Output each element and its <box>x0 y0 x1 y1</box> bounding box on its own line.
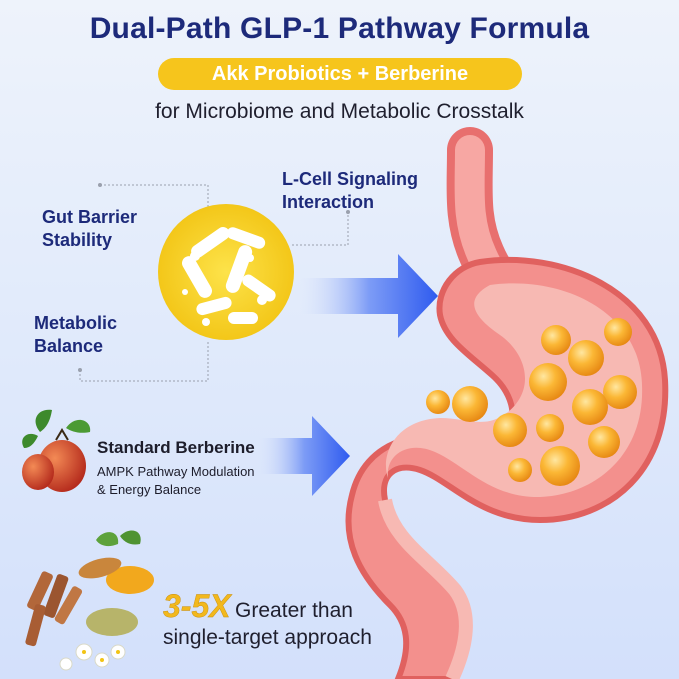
ingredient-pill: Akk Probiotics + Berberine <box>158 58 522 90</box>
connector-dot <box>346 210 350 214</box>
l-cell-label: L-Cell Signaling Interaction <box>282 169 419 212</box>
metabolic-label: Metabolic Balance <box>34 313 118 356</box>
connector-dot <box>78 368 82 372</box>
berberine-title: Standard Berberine <box>97 438 255 457</box>
arrow-icon <box>258 416 350 496</box>
main-title: Dual-Path GLP-1 Pathway Formula <box>89 12 590 45</box>
claim-line-2: single-target approach <box>163 626 372 649</box>
rosehip-berry-icon <box>22 409 91 492</box>
claim-text: Greater than <box>235 599 353 622</box>
claim-line-1: 3-5X Greater than <box>163 588 353 625</box>
claim-number: 3-5X <box>163 588 231 624</box>
subtitle: for Microbiome and Metabolic Crosstalk <box>155 100 524 123</box>
berberine-line: & Energy Balance <box>97 482 202 497</box>
nutrient-orbs <box>426 318 637 486</box>
bacteria-disc-icon <box>158 204 294 340</box>
herb-spices-icon <box>25 530 154 671</box>
berberine-block: Standard Berberine AMPK Pathway Modulati… <box>97 438 255 499</box>
connector-dot <box>98 183 102 187</box>
berberine-line: AMPK Pathway Modulation <box>97 464 255 479</box>
arrow-icon <box>300 254 438 338</box>
gut-barrier-label: Gut Barrier Stability <box>42 207 138 250</box>
